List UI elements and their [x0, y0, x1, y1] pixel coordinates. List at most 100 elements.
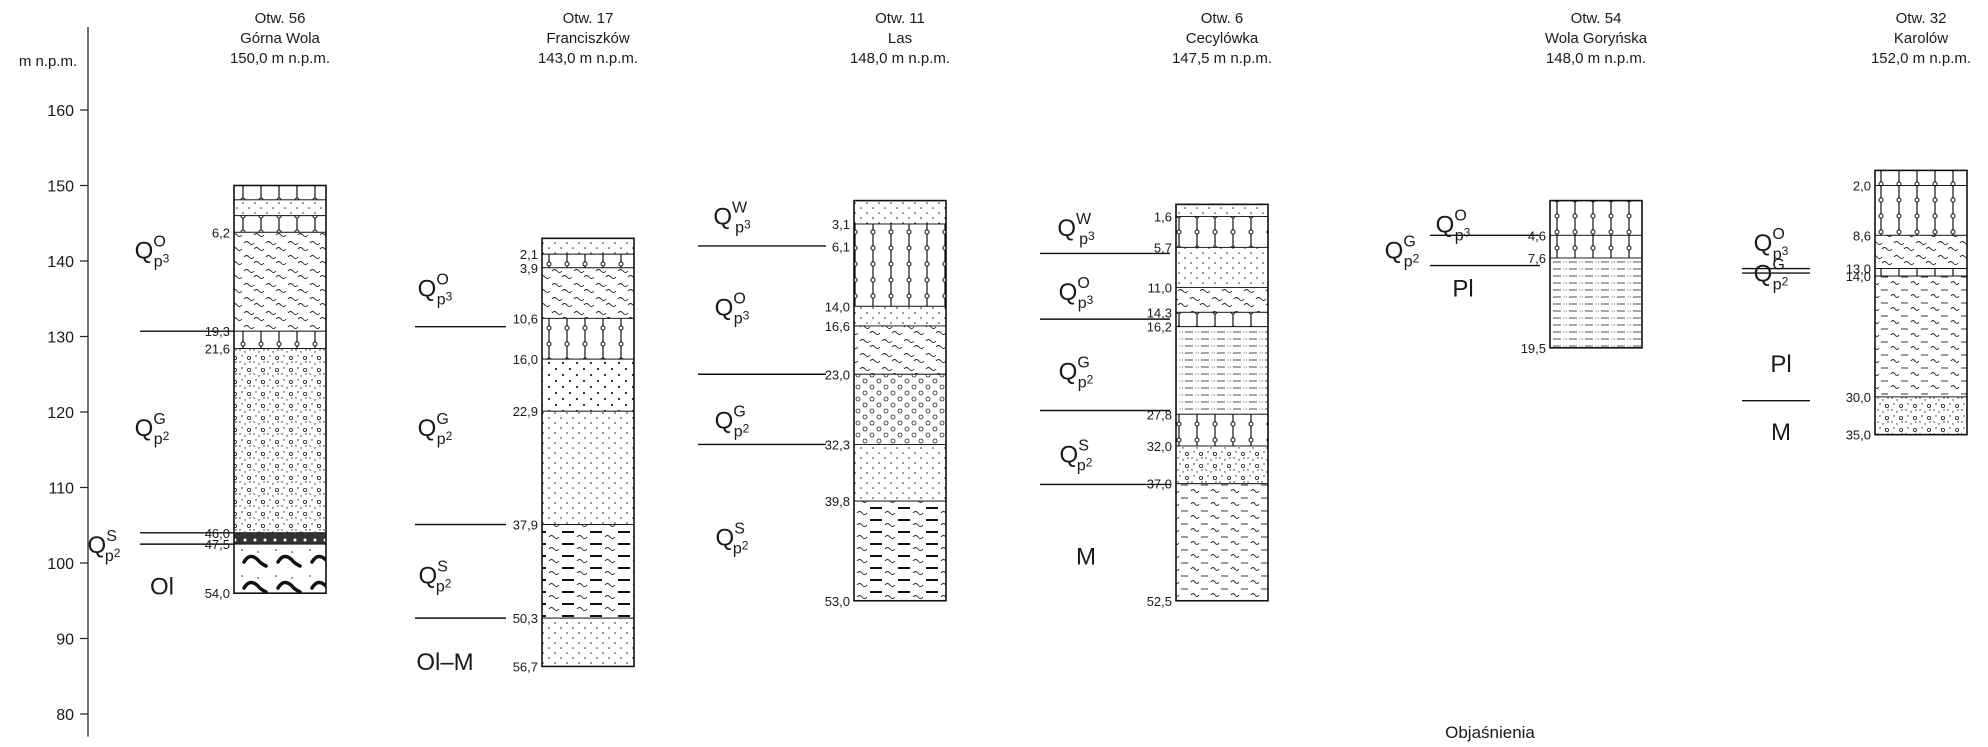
borehole-elevation: 148,0 m n.p.m. — [1546, 50, 1646, 67]
unit-sub: p — [734, 310, 743, 327]
layer-clay-dash — [542, 524, 634, 618]
unit-sub: p — [1077, 458, 1086, 475]
borehole-id: Otw. 6 — [1201, 10, 1244, 27]
unit-subdigit: 3 — [1464, 225, 1471, 239]
unit-label: M — [1771, 419, 1791, 446]
unit-subdigit: 3 — [446, 289, 453, 303]
depth-label: 14,3 — [1147, 305, 1172, 320]
layer-sand-fine — [854, 201, 946, 224]
unit-subdigit: 3 — [1087, 293, 1094, 307]
unit-sub: p — [1078, 374, 1087, 391]
layer-sand-gravel — [1176, 446, 1268, 484]
unit-sub: p — [105, 548, 114, 565]
unit-symbol: Q — [715, 408, 734, 435]
borehole-elevation: 147,5 m n.p.m. — [1172, 50, 1272, 67]
unit-sup: G — [1772, 256, 1784, 273]
borehole-column — [1176, 204, 1268, 600]
unit-sup: S — [734, 521, 745, 538]
unit-label: QGp2 — [418, 411, 453, 448]
unit-symbol: Q — [1754, 260, 1773, 287]
unit-sup: O — [436, 271, 448, 288]
depth-label: 16,2 — [1147, 320, 1172, 335]
layer-loess — [234, 216, 326, 233]
depth-label: 19,5 — [1521, 341, 1546, 356]
layer-sand-gravel — [1875, 397, 1967, 435]
axis-tick-label: 120 — [47, 405, 74, 422]
layer-loess — [1875, 269, 1967, 277]
unit-symbol: Q — [135, 415, 154, 442]
borehole-elevation: 150,0 m n.p.m. — [230, 50, 330, 67]
unit-label: QSp2 — [1060, 438, 1093, 475]
layer-silt-wave — [542, 268, 634, 319]
depth-label: 35,0 — [1846, 428, 1871, 443]
axis-tick-label: 110 — [48, 481, 74, 498]
unit-sup: S — [1078, 438, 1089, 455]
unit-label: QGp2 — [135, 411, 170, 448]
borehole-place: Wola Goryńska — [1545, 30, 1648, 47]
layer-loess — [234, 186, 326, 200]
axis-title: m n.p.m. — [19, 53, 77, 70]
unit-label: QGp2 — [1385, 234, 1420, 271]
borehole-id: Otw. 11 — [875, 10, 925, 27]
layer-sand-fine — [542, 618, 634, 666]
depth-label: 3,1 — [832, 217, 850, 232]
unit-sub: p — [1079, 231, 1088, 248]
layer-sand-fine — [1176, 247, 1268, 287]
borehole-id: Otw. 17 — [563, 10, 614, 27]
depth-label: 16,0 — [513, 352, 538, 367]
depth-label: 39,8 — [825, 494, 850, 509]
depth-label: 30,0 — [1846, 390, 1871, 405]
unit-label: M — [1076, 543, 1096, 570]
layer-loess — [1875, 186, 1967, 236]
axis-tick-label: 160 — [47, 103, 74, 120]
unit-sub: p — [154, 254, 163, 271]
axis-tick-label: 140 — [47, 254, 74, 271]
unit-sub: p — [1773, 276, 1782, 293]
borehole-elevation: 148,0 m n.p.m. — [850, 50, 950, 67]
depth-label: 53,0 — [825, 594, 850, 609]
layer-loess — [1176, 414, 1268, 446]
unit-symbol: Q — [135, 238, 154, 265]
unit-label: QSp2 — [716, 521, 749, 558]
unit-subdigit: 2 — [163, 429, 170, 443]
unit-label: Ol — [150, 574, 174, 601]
unit-sub: p — [154, 431, 163, 448]
unit-label: Ol–M — [416, 649, 473, 676]
layer-sand-fine — [854, 444, 946, 501]
unit-label: QGp2 — [1059, 354, 1094, 391]
layer-clay-wave — [1875, 276, 1967, 397]
depth-label: 37,0 — [1147, 477, 1172, 492]
unit-subdigit: 3 — [163, 252, 170, 266]
depth-label: 3,9 — [520, 261, 538, 276]
axis-tick-label: 130 — [47, 330, 74, 347]
unit-sup: G — [1403, 234, 1415, 251]
layer-clay-wave — [1176, 484, 1268, 601]
unit-subdigit: 2 — [1782, 274, 1789, 288]
layer-till — [234, 533, 326, 544]
unit-symbol: Q — [88, 532, 107, 559]
layer-loess — [542, 254, 634, 268]
layer-sand-coal — [234, 544, 326, 593]
unit-subdigit: 2 — [114, 546, 121, 560]
unit-sup: S — [437, 558, 448, 575]
depth-label: 2,0 — [1853, 179, 1871, 194]
depth-label: 10,6 — [513, 311, 538, 326]
depth-label: 37,9 — [513, 517, 538, 532]
borehole-place: Górna Wola — [240, 30, 320, 47]
unit-sub: p — [437, 431, 446, 448]
unit-sup: G — [153, 411, 165, 428]
depth-label: 4,6 — [1528, 228, 1546, 243]
unit-subdigit: 3 — [743, 308, 750, 322]
unit-subdigit: 2 — [743, 422, 750, 436]
unit-label: Pl — [1770, 351, 1791, 378]
borehole-place: Karolów — [1894, 30, 1948, 47]
depth-label: 27,8 — [1147, 407, 1172, 422]
unit-symbol: Q — [1385, 238, 1404, 265]
depth-label: 14,0 — [825, 299, 850, 314]
unit-subdigit: 2 — [1087, 372, 1094, 386]
depth-label: 16,6 — [825, 319, 850, 334]
